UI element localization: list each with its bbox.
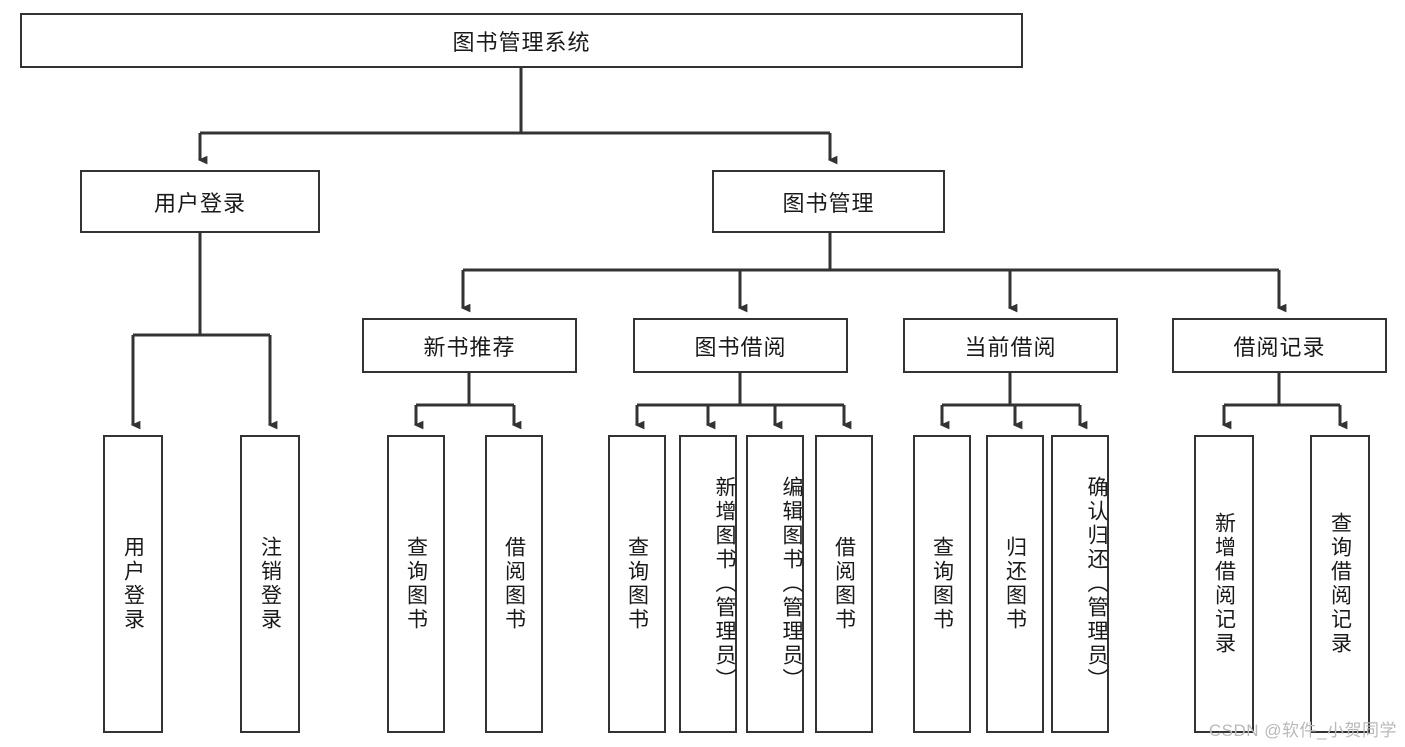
node-user-login[interactable]: 用户登录 [80,170,320,233]
node-book-management[interactable]: 图书管理 [712,170,945,233]
leaf-user-login[interactable]: 用户登录 [103,435,163,733]
leaf-query-book-2[interactable]: 查询图书 [608,435,666,733]
leaf-user-logout[interactable]: 注销登录 [240,435,300,733]
node-new-book-recommend[interactable]: 新书推荐 [362,318,577,373]
leaf-borrow-book-2[interactable]: 借阅图书 [815,435,873,733]
leaf-add-record[interactable]: 新增借阅记录 [1194,435,1254,733]
leaf-borrow-book-1[interactable]: 借阅图书 [485,435,543,733]
leaf-query-book-3[interactable]: 查询图书 [913,435,971,733]
node-current-borrow[interactable]: 当前借阅 [903,318,1118,373]
leaf-query-record[interactable]: 查询借阅记录 [1310,435,1370,733]
node-borrow-record[interactable]: 借阅记录 [1172,318,1387,373]
leaf-query-book-1[interactable]: 查询图书 [387,435,445,733]
node-root[interactable]: 图书管理系统 [20,13,1023,68]
node-book-borrow[interactable]: 图书借阅 [633,318,848,373]
leaf-return-book[interactable]: 归还图书 [986,435,1044,733]
leaf-edit-book[interactable]: 编辑图书（管理员） [746,435,804,733]
leaf-add-book[interactable]: 新增图书（管理员） [679,435,737,733]
leaf-confirm-return[interactable]: 确认归还（管理员） [1051,435,1109,733]
